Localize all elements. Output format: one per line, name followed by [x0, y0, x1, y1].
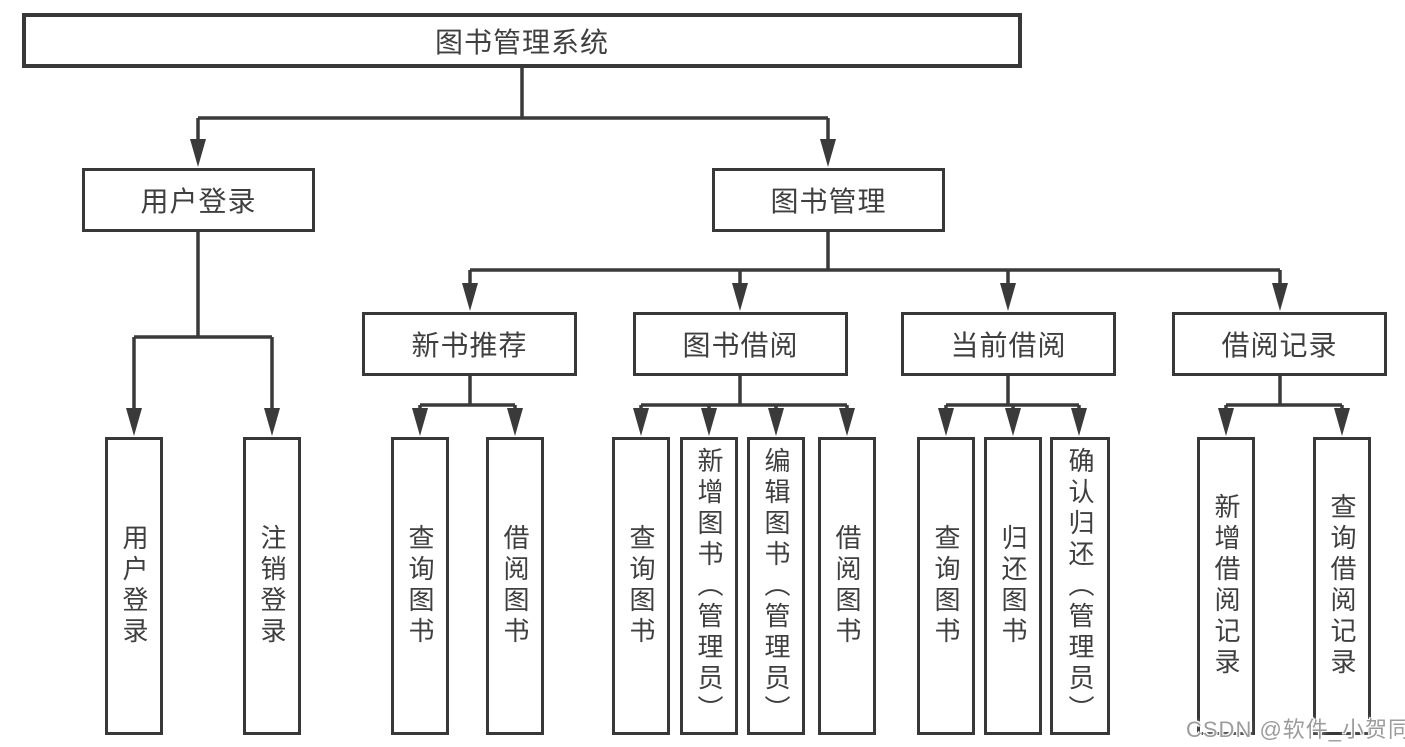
leaf-borrow-books: 借阅图书 [818, 437, 876, 735]
connector-user-login-to-leaves [126, 232, 280, 436]
node-book-management-label: 图书管理 [770, 186, 887, 217]
leaf-user-login: 用户登录 [105, 437, 163, 735]
connector-borrow-record-to-leaves [1218, 376, 1350, 436]
arrowhead [462, 283, 478, 311]
leaf-return-books-label: 归还图书 [998, 524, 1028, 648]
arrowhead [701, 408, 717, 436]
leaf-query-books-borrow-label: 查询图书 [626, 524, 656, 648]
node-book-management: 图书管理 [712, 168, 945, 232]
arrowhead [839, 408, 855, 436]
node-root: 图书管理系统 [22, 13, 1022, 68]
leaf-edit-books-admin-label: 编辑图书（管理员） [761, 446, 791, 726]
leaf-query-borrow-record: 查询借阅记录 [1313, 437, 1371, 735]
arrowhead [1334, 408, 1350, 436]
node-new-book-recommend: 新书推荐 [362, 312, 577, 376]
node-root-label: 图书管理系统 [434, 26, 609, 58]
leaf-borrow-books-newbook-label: 借阅图书 [500, 524, 530, 648]
node-borrowing-records: 借阅记录 [1172, 312, 1387, 376]
node-current-borrowing: 当前借阅 [901, 312, 1116, 376]
arrowhead [1218, 408, 1234, 436]
leaf-borrow-books-newbook: 借阅图书 [486, 437, 544, 735]
arrowhead [412, 408, 428, 436]
node-user-login-label: 用户登录 [140, 186, 257, 217]
node-new-book-recommend-label: 新书推荐 [411, 330, 528, 361]
leaf-query-books-current-label: 查询图书 [931, 524, 961, 648]
arrowhead [820, 139, 836, 167]
arrowhead [1272, 283, 1288, 311]
arrowhead [126, 408, 142, 436]
arrowhead [1005, 408, 1021, 436]
connector-current-borrow-to-leaves [938, 376, 1087, 436]
connector-root-to-level2 [190, 68, 836, 167]
leaf-add-borrow-record: 新增借阅记录 [1197, 437, 1255, 735]
leaf-query-books-newbook: 查询图书 [391, 437, 449, 735]
leaf-user-login-label: 用户登录 [119, 524, 149, 648]
node-borrowing-records-label: 借阅记录 [1221, 330, 1338, 361]
leaf-borrow-books-label: 借阅图书 [832, 524, 862, 648]
arrowhead [633, 408, 649, 436]
node-book-borrowing: 图书借阅 [633, 312, 848, 376]
connector-book-borrow-to-leaves [633, 376, 855, 436]
arrowhead [938, 408, 954, 436]
leaf-add-books-admin: 新增图书（管理员） [680, 437, 738, 735]
arrowhead [732, 283, 748, 311]
leaf-query-books-borrow: 查询图书 [612, 437, 670, 735]
node-user-login: 用户登录 [82, 168, 315, 232]
leaf-return-books: 归还图书 [984, 437, 1042, 735]
leaf-add-borrow-record-label: 新增借阅记录 [1211, 493, 1241, 679]
leaf-query-borrow-record-label: 查询借阅记录 [1327, 493, 1357, 679]
arrowhead [1000, 283, 1016, 311]
arrowhead [507, 408, 523, 436]
leaf-query-books-current: 查询图书 [917, 437, 975, 735]
leaf-confirm-return-admin: 确认归还（管理员） [1050, 437, 1110, 735]
leaf-edit-books-admin: 编辑图书（管理员） [747, 437, 805, 735]
watermark: CSDN @软件_小贺同学 [1186, 717, 1405, 742]
node-book-borrowing-label: 图书借阅 [682, 330, 799, 361]
leaf-confirm-return-admin-label: 确认归还（管理员） [1065, 446, 1095, 726]
leaf-logout-label: 注销登录 [257, 524, 287, 648]
arrowhead [1071, 408, 1087, 436]
connector-new-book-to-leaves [412, 376, 523, 436]
connector-book-management-to-level3 [462, 232, 1288, 311]
leaf-query-books-newbook-label: 查询图书 [405, 524, 435, 648]
arrowhead [190, 139, 206, 167]
node-current-borrowing-label: 当前借阅 [950, 330, 1067, 361]
leaf-logout: 注销登录 [243, 437, 301, 735]
leaf-add-books-admin-label: 新增图书（管理员） [694, 446, 724, 726]
arrowhead [768, 408, 784, 436]
arrowhead [264, 408, 280, 436]
